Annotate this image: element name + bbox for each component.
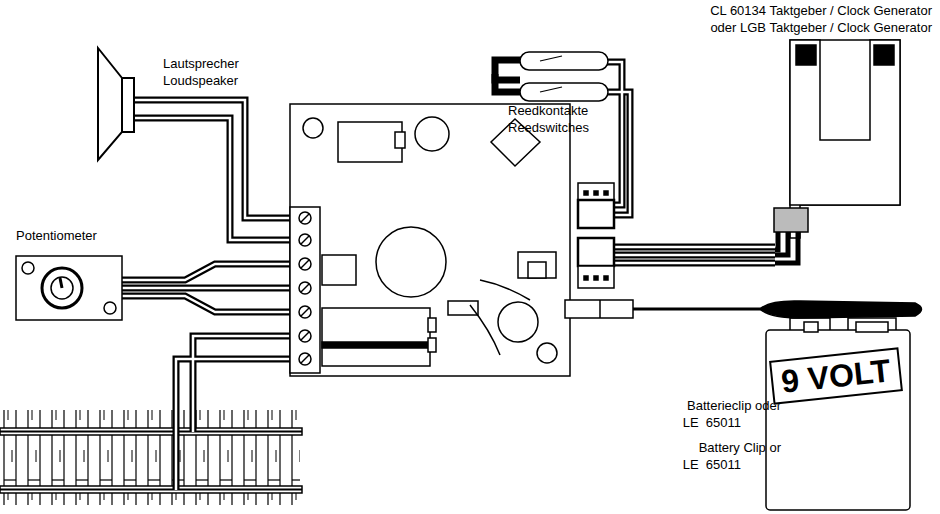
circuit-board: [290, 104, 633, 376]
part-number: LE 65011: [683, 415, 741, 431]
label-text: oder LGB Taktgeber / Clock Generator: [710, 20, 932, 36]
battery: [633, 301, 922, 510]
potentiometer: [16, 256, 122, 320]
reed-switches: [520, 52, 608, 101]
clock-generator: [774, 40, 900, 263]
label-text: Batterieclip oder: [687, 398, 781, 414]
cables: [120, 60, 775, 490]
label-text: Battery Clip or: [699, 440, 781, 456]
label-text: Lautsprecher: [163, 56, 239, 72]
label-text: Reedkontakte: [508, 103, 588, 119]
part-number: LE 65011: [683, 457, 741, 473]
loudspeaker: [98, 48, 134, 160]
label-text: Reedswitches: [508, 120, 589, 136]
battery-voltage: 9 VOLT: [779, 352, 892, 399]
label-text: CL 60134 Taktgeber / Clock Generator: [710, 3, 932, 19]
track: [0, 410, 302, 505]
label-text: Potentiometer: [16, 228, 97, 244]
label-text: Loudspeaker: [163, 73, 238, 89]
